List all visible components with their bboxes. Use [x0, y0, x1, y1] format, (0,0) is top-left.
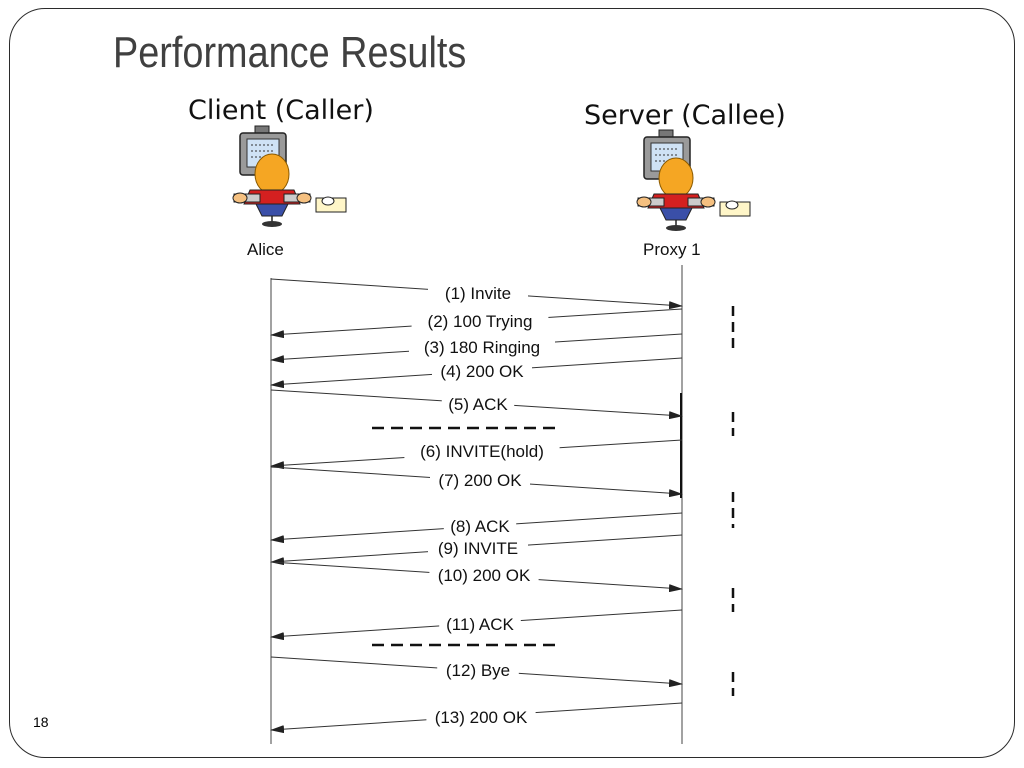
page-number: 18	[33, 714, 49, 730]
message-label: (13) 200 OK	[435, 708, 528, 727]
message-label: (7) 200 OK	[438, 471, 522, 490]
message-label: (10) 200 OK	[438, 566, 531, 585]
message-label: (4) 200 OK	[440, 362, 524, 381]
message-layer: (1) Invite (2) 100 Trying (3) 180 Ringing (…	[271, 279, 682, 730]
message-label: (1) Invite	[445, 284, 511, 303]
message-label: (11) ACK	[446, 615, 514, 634]
message-label: (9) INVITE	[438, 539, 518, 558]
message-label: (5) ACK	[448, 395, 508, 414]
message-label: (12) Bye	[446, 661, 510, 680]
message-label: (6) INVITE(hold)	[420, 442, 544, 461]
message-label: (3) 180 Ringing	[424, 338, 540, 357]
message-label: (8) ACK	[450, 517, 510, 536]
message-label: (2) 100 Trying	[428, 312, 533, 331]
